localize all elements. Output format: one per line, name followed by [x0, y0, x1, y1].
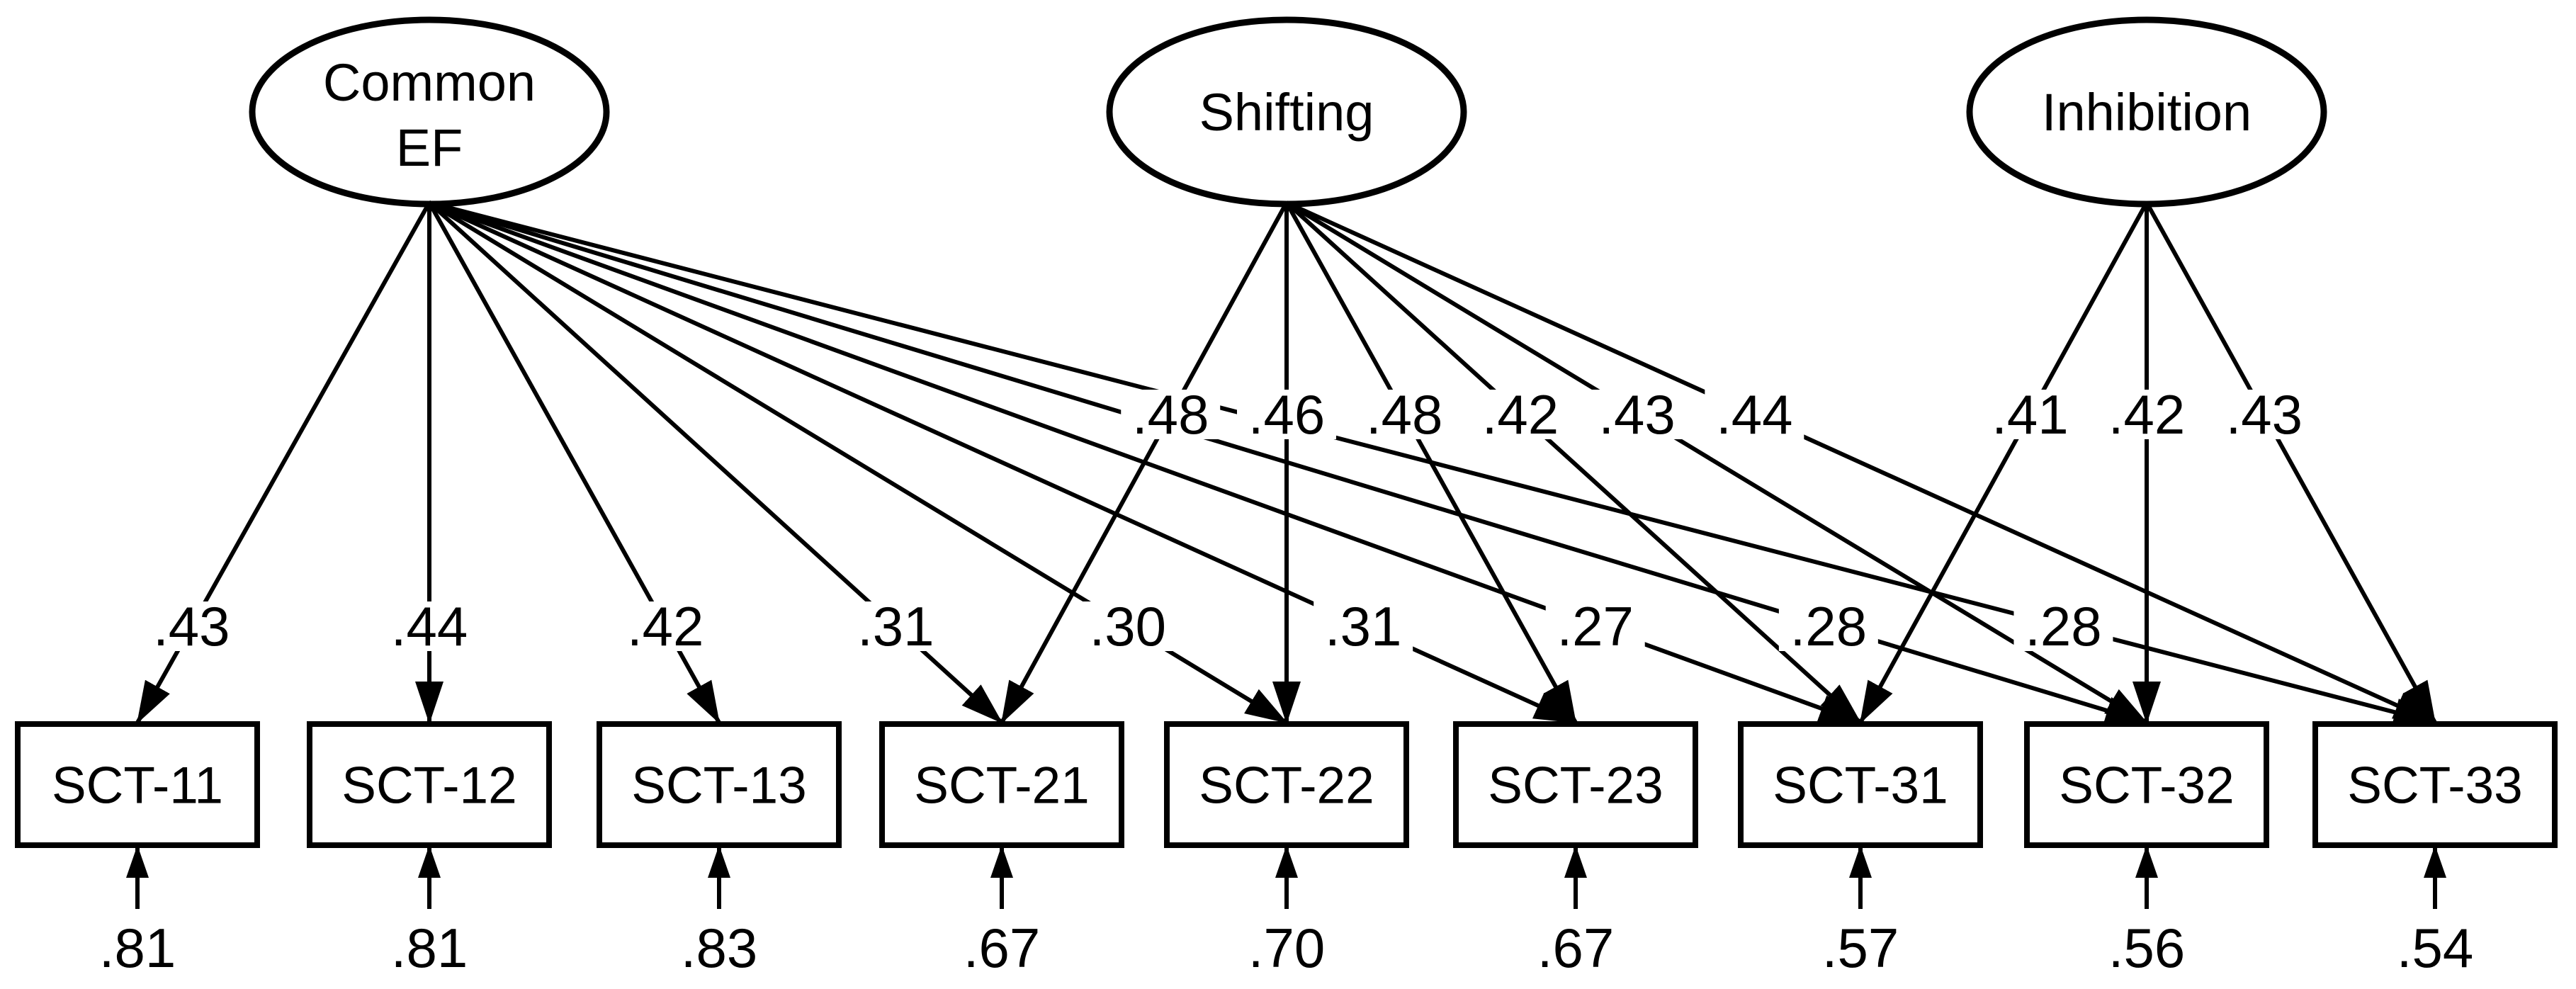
loading-label-inhibition-sct33: .43 — [2214, 383, 2314, 446]
loading-value: .48 — [1366, 383, 1442, 446]
loading-label-bg — [1587, 390, 1687, 439]
loading-label-bg — [1705, 390, 1804, 439]
indicator-sct13-label: SCT-13 — [631, 757, 806, 815]
loading-value: .30 — [1090, 595, 1166, 657]
latent-shifting-label: Shifting — [1199, 83, 1374, 142]
residual-value-sct33: .54 — [2397, 917, 2473, 979]
loading-label-shifting-sct32: .43 — [1587, 383, 1687, 446]
latent-inhibition-label: Inhibition — [2042, 83, 2252, 142]
loading-label-bg — [846, 601, 946, 651]
loading-value: .28 — [2025, 595, 2101, 657]
loading-label-bg — [1121, 390, 1221, 439]
residual-value-sct23: .67 — [1537, 917, 1614, 979]
loading-label-bg — [1778, 601, 1878, 651]
path-shifting-sct33 — [1285, 200, 2436, 725]
indicator-sct22-box — [1164, 721, 1409, 848]
loading-label-bg — [2097, 390, 2196, 439]
loading-label-bg — [1980, 390, 2080, 439]
loading-label-shifting-sct21: .48 — [1121, 383, 1221, 446]
loading-value: .46 — [1248, 383, 1325, 446]
indicator-sct22-label: SCT-22 — [1199, 757, 1374, 815]
indicator-sct33-box — [2312, 721, 2558, 848]
indicator-sct11-box — [15, 721, 260, 848]
loading-label-shifting-sct23: .48 — [1355, 383, 1454, 446]
path-shifting-sct23 — [1284, 201, 1578, 724]
loading-label-shifting-sct33: .44 — [1705, 383, 1804, 446]
residual-value-sct32: .56 — [2108, 917, 2185, 979]
path-inhibition-sct31 — [1858, 201, 2149, 724]
loading-label-shifting-sct22: .46 — [1237, 383, 1336, 446]
loading-label-bg — [380, 601, 479, 651]
loading-value: .31 — [857, 595, 934, 657]
indicator-sct23-label: SCT-23 — [1488, 757, 1663, 815]
residual-value-sct22: .70 — [1248, 917, 1325, 979]
loading-label-common_ef-sct12: .44 — [380, 595, 479, 657]
loading-label-common_ef-sct21: .31 — [846, 595, 946, 657]
loading-label-common_ef-sct23: .31 — [1314, 595, 1413, 657]
indicator-sct33-label: SCT-33 — [2347, 757, 2522, 815]
loading-value: .42 — [2108, 383, 2185, 446]
loading-label-inhibition-sct31: .41 — [1980, 383, 2080, 446]
loading-label-bg — [1237, 390, 1336, 439]
loading-label-bg — [142, 601, 242, 651]
loading-label-shifting-sct31: .42 — [1470, 383, 1570, 446]
residual-value-sct21: .67 — [964, 917, 1040, 979]
indicator-sct32-label: SCT-32 — [2059, 757, 2234, 815]
loading-label-common_ef-sct33: .28 — [2013, 595, 2113, 657]
loading-value: .42 — [1482, 383, 1559, 446]
residual-value-sct13: .83 — [681, 917, 757, 979]
path-shifting-sct32 — [1285, 200, 2148, 725]
residual-value-sct12: .81 — [391, 917, 468, 979]
loading-value: .41 — [1992, 383, 2068, 446]
indicator-sct31-box — [1738, 721, 1983, 848]
loading-label-common_ef-sct32: .28 — [1778, 595, 1878, 657]
indicator-sct12-label: SCT-12 — [341, 757, 516, 815]
residual-value-sct11: .81 — [99, 917, 176, 979]
loading-label-bg — [616, 601, 716, 651]
loading-label-common_ef-sct13: .42 — [616, 595, 716, 657]
loading-value: .44 — [1716, 383, 1792, 446]
loading-label-bg — [2013, 601, 2113, 651]
loading-value: .31 — [1325, 595, 1401, 657]
loading-value: .42 — [627, 595, 704, 657]
indicator-sct13-box — [597, 721, 842, 848]
indicator-sct32-box — [2024, 721, 2269, 848]
path-shifting-sct31 — [1284, 200, 1863, 725]
loading-label-common_ef-sct31: .27 — [1545, 595, 1645, 657]
loading-label-bg — [1355, 390, 1454, 439]
loading-label-bg — [1545, 601, 1645, 651]
loading-value: .27 — [1557, 595, 1634, 657]
loading-value: .28 — [1790, 595, 1867, 657]
loading-value: .44 — [391, 595, 468, 657]
loading-label-common_ef-sct22: .30 — [1078, 595, 1177, 657]
loading-label-bg — [2214, 390, 2314, 439]
loading-value: .43 — [153, 595, 230, 657]
residual-value-sct31: .57 — [1822, 917, 1899, 979]
loading-label-bg — [1314, 601, 1413, 651]
loading-label-inhibition-sct32: .42 — [2097, 383, 2196, 446]
path-shifting-sct21 — [1000, 201, 1289, 724]
loading-label-bg — [1470, 390, 1570, 439]
indicator-sct21-label: SCT-21 — [914, 757, 1089, 815]
indicator-sct31-label: SCT-31 — [1773, 757, 1948, 815]
loading-value: .48 — [1132, 383, 1209, 446]
loading-label-common_ef-sct11: .43 — [142, 595, 242, 657]
loading-label-bg — [1078, 601, 1177, 651]
indicator-sct12-box — [307, 721, 552, 848]
path-inhibition-sct33 — [2145, 201, 2437, 724]
loading-value: .43 — [1598, 383, 1675, 446]
indicator-sct11-label: SCT-11 — [52, 757, 223, 815]
loading-value: .43 — [2226, 383, 2303, 446]
